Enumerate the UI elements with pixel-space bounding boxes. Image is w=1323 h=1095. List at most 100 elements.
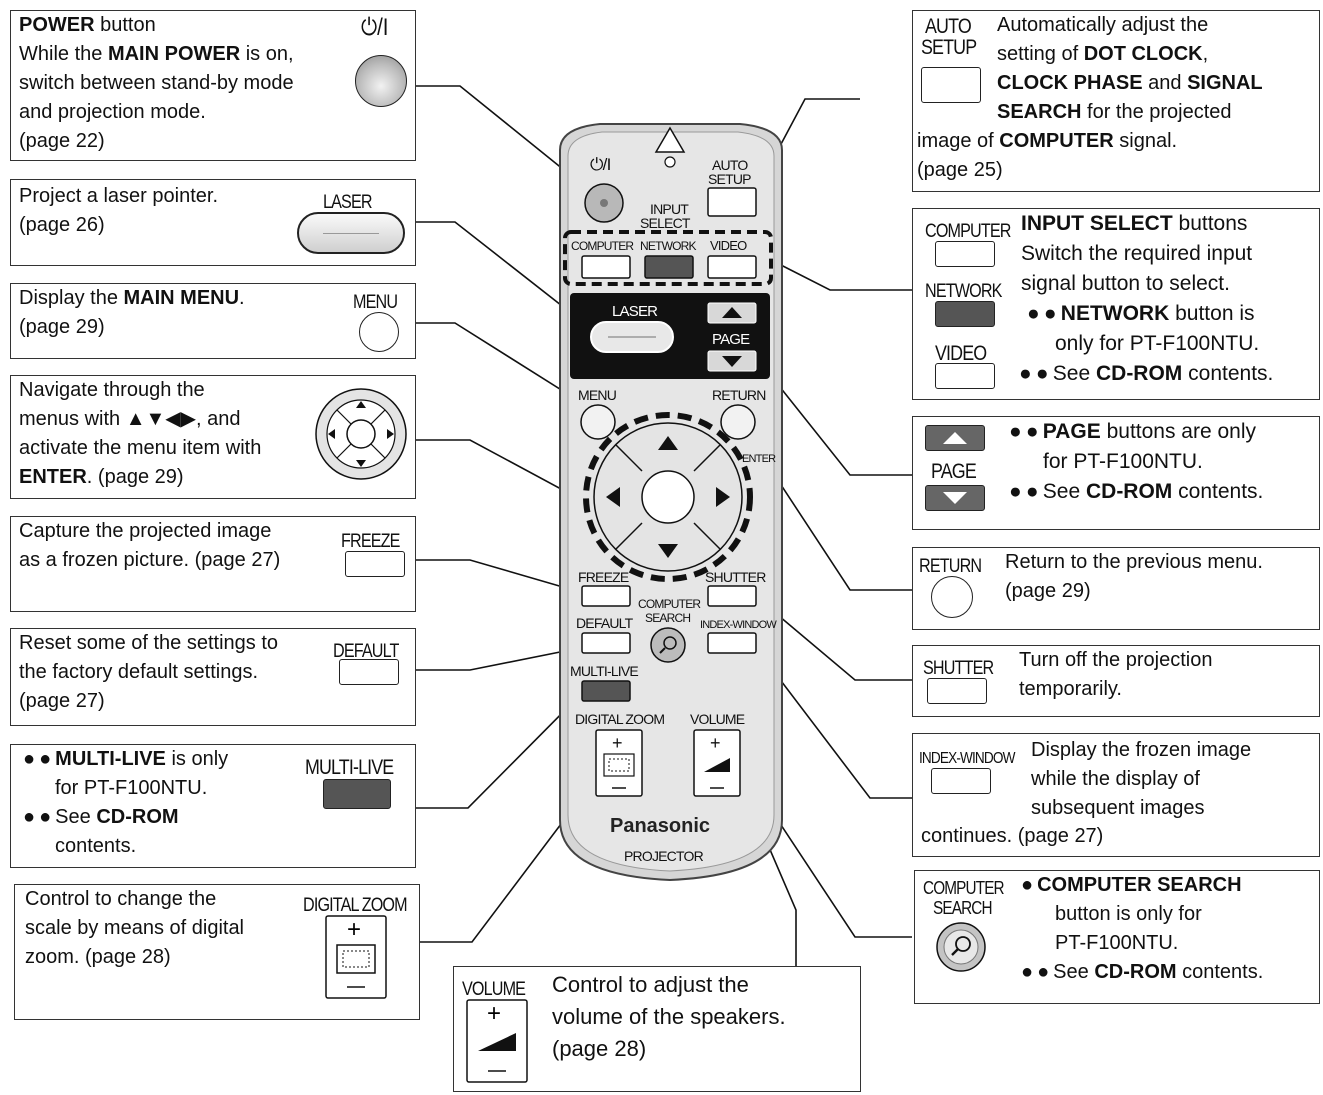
leader-digitalzoom: [420, 774, 599, 943]
digitalzoom-line3: zoom. (page 28): [25, 946, 171, 968]
computersearch-line1-bold: COMPUTER SEARCH: [1037, 874, 1242, 896]
laser-emitter-icon: [664, 156, 676, 168]
inputselect-video-icon: [935, 363, 995, 389]
volume-description: Control to adjust the volume of the spea…: [552, 969, 786, 1065]
menu-line1-pre: Display the: [19, 287, 124, 309]
indexwindow-callout: INDEX-WINDOW Display the frozen image wh…: [912, 733, 1320, 857]
shutter-button-icon: [927, 678, 987, 704]
page-up-icon-box: [925, 425, 985, 451]
inputselect-line5: only for PT-F100NTU.: [1055, 332, 1260, 355]
remote-autosetup-button[interactable]: [707, 187, 757, 217]
computersearch-icon-label1: COMPUTER: [923, 878, 1005, 898]
zoom-plus-icon: +: [612, 733, 622, 753]
remote-brand: Panasonic: [610, 815, 710, 837]
remote-menu-label: MENU: [578, 387, 617, 403]
power-line2-bold: MAIN POWER: [107, 43, 241, 65]
menu-button-icon: [359, 312, 399, 352]
autosetup-callout: AUTO SETUP Automatically adjust the sett…: [912, 10, 1320, 192]
remote-power-label: ⏻/I: [590, 155, 611, 174]
multilive-line4: contents.: [55, 835, 137, 857]
remote-video-button[interactable]: [707, 255, 757, 279]
navigate-line4-post: . (page 29): [86, 466, 184, 488]
autosetup-line2-post: ,: [1202, 43, 1209, 65]
power-line4: and projection mode.: [19, 101, 206, 123]
remote-video-label: VIDEO: [710, 238, 747, 253]
remote-input-label: INPUT: [650, 201, 689, 217]
computersearch-line3: PT-F100NTU.: [1055, 932, 1179, 954]
digitalzoom-callout: Control to change the scale by means of …: [14, 884, 420, 1020]
navigate-callout: Navigate through the menus with ▲▼◀▶, an…: [10, 375, 416, 499]
menu-icon-label: MENU: [353, 292, 398, 313]
autosetup-line4-post: for the projected: [1081, 101, 1232, 123]
power-line5: (page 22): [19, 130, 105, 152]
remote-indexwindow-button[interactable]: [707, 632, 757, 654]
inputselect-line1-post: buttons: [1172, 212, 1248, 235]
autosetup-line3-bold2: SIGNAL: [1187, 72, 1263, 94]
shutter-icon-label: SHUTTER: [923, 658, 994, 679]
volume-callout: VOLUME + Control to adjust the volume of…: [453, 966, 861, 1092]
leader-power: [416, 85, 596, 196]
remote-volume-rocker[interactable]: [693, 729, 741, 797]
remote-shutter-button[interactable]: [707, 585, 757, 607]
inputselect-line3: signal button to select.: [1021, 272, 1230, 295]
multilive-line1-post: is only: [165, 748, 229, 770]
menu-line1-post: .: [239, 287, 245, 309]
freeze-icon-label: FREEZE: [341, 531, 400, 552]
default-description: Reset some of the settings to the factor…: [19, 629, 278, 716]
svg-text:+: +: [347, 916, 361, 943]
multilive-line3-pre: See: [55, 806, 97, 828]
leader-freeze: [416, 559, 581, 593]
remote-default-label: DEFAULT: [576, 615, 634, 631]
page-up-icon: [722, 307, 742, 318]
remote-return-button[interactable]: [720, 404, 756, 440]
remote-volume-label: VOLUME: [690, 711, 745, 727]
page-description: ● ● PAGE buttons are only for PT-F100NTU…: [1009, 420, 1264, 503]
leader-multilive: [416, 684, 591, 809]
shutter-line1: Turn off the projection: [1019, 649, 1213, 671]
remote-digitalzoom-label: DIGITAL ZOOM: [575, 711, 664, 727]
autosetup-icon-label1: AUTO: [925, 15, 972, 38]
laser-callout: Project a laser pointer. (page 26) LASER: [10, 179, 416, 266]
menu-line1-bold: MAIN MENU: [123, 287, 240, 309]
remote-power-dot: [600, 199, 608, 207]
multilive-callout: ● ● MULTI-LIVE is only for PT-F100NTU. ●…: [10, 744, 416, 868]
remote-computer-button[interactable]: [581, 255, 631, 279]
volume-line3: (page 28): [552, 1036, 647, 1061]
leader-page: [759, 361, 912, 476]
autosetup-line5-bold: COMPUTER: [999, 130, 1114, 152]
remote-menu-button[interactable]: [580, 404, 616, 440]
inputselect-video-label: VIDEO: [935, 342, 987, 365]
power-title-rest: button: [94, 14, 156, 36]
remote-computer-search-button[interactable]: [650, 627, 686, 663]
inputselect-computer-label: COMPUTER: [925, 221, 1011, 242]
remote-enter-button[interactable]: [641, 470, 695, 524]
search-magnifier-icon: [663, 636, 677, 650]
computersearch-line2: button is only for: [1055, 903, 1202, 925]
inputselect-description: INPUT SELECT buttons Switch the required…: [1019, 212, 1274, 385]
remote-multilive-label: MULTI-LIVE: [570, 663, 638, 679]
inputselect-line2: Switch the required input: [1021, 242, 1253, 265]
power-title-bold: POWER: [19, 14, 95, 36]
autosetup-line2-pre: setting of: [997, 43, 1084, 65]
menu-line2: (page 29): [19, 316, 105, 338]
indexwindow-line2: while the display of: [1031, 768, 1200, 790]
remote-freeze-button[interactable]: [581, 585, 631, 607]
remote-search-label: SEARCH: [645, 611, 690, 625]
autosetup-line3-bold1: CLOCK PHASE: [997, 72, 1143, 94]
remote-default-button[interactable]: [581, 632, 631, 654]
remote-multilive-button[interactable]: [581, 680, 631, 702]
remote-enter-label: ENTER: [742, 453, 776, 465]
inputselect-computer-icon: [935, 241, 995, 267]
autosetup-line6: (page 25): [917, 159, 1003, 181]
remote-network-button[interactable]: [644, 255, 694, 279]
laser-icon-label: LASER: [323, 192, 373, 213]
indexwindow-icon-label: INDEX-WINDOW: [919, 750, 1015, 767]
remote-computer2-label: COMPUTER: [638, 597, 701, 611]
volume-line2: volume of the speakers.: [552, 1004, 786, 1029]
digitalzoom-icon-label: DIGITAL ZOOM: [303, 895, 408, 916]
leader-navigate: [416, 439, 601, 511]
return-line2: (page 29): [1005, 580, 1091, 602]
nav-ring-outline: [583, 412, 753, 582]
inputselect-line6-post: contents.: [1182, 362, 1274, 385]
power-description: POWER button While the MAIN POWER is on,…: [19, 11, 294, 156]
